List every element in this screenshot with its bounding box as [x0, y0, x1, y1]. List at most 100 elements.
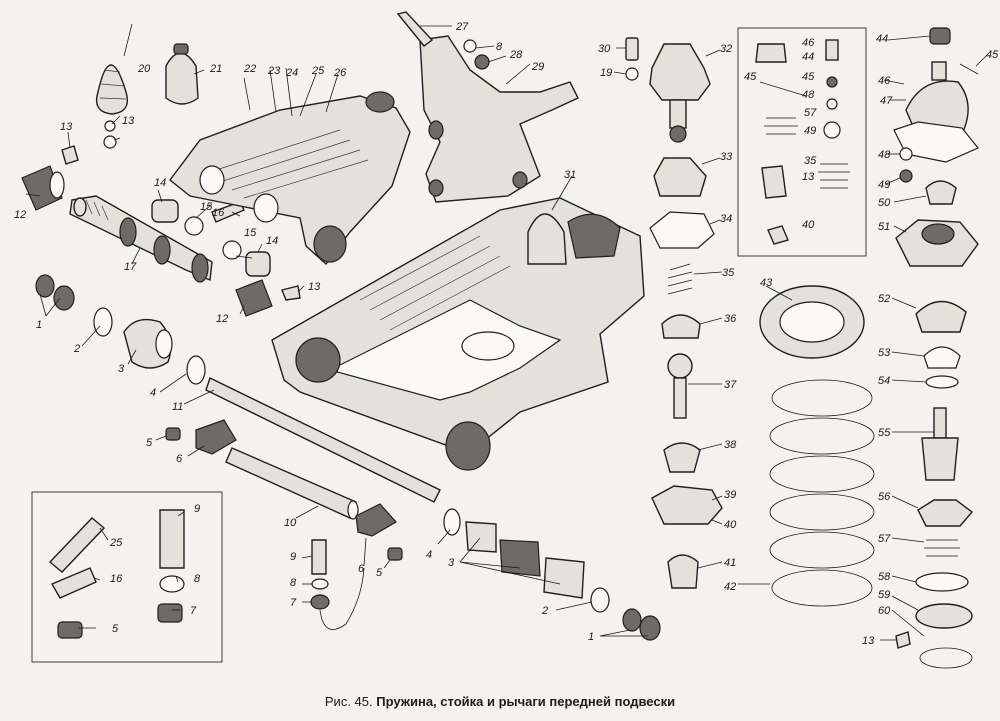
- callout-31: 31: [564, 169, 576, 181]
- bolt-27: [396, 11, 434, 47]
- callout-16b: 16: [110, 573, 123, 585]
- nut-44: [929, 27, 951, 45]
- nut-5-left: [165, 427, 181, 441]
- callout-49a: 49: [878, 179, 890, 191]
- nut-5-right: [387, 547, 403, 561]
- callout-15b: 15: [244, 227, 257, 239]
- callout-33: 33: [720, 151, 733, 163]
- washer-8-top: [463, 39, 477, 53]
- bushing-14-b: [245, 251, 271, 277]
- washer-2-right: [590, 587, 610, 613]
- callout-41: 41: [724, 557, 736, 569]
- ball-joint-32: [649, 43, 711, 143]
- callout-46b: 46: [802, 37, 815, 49]
- washer-19: [625, 67, 639, 81]
- callout-49b: 49: [804, 125, 816, 137]
- callout-8b: 8: [194, 573, 201, 585]
- insulator-43: [759, 285, 865, 359]
- callout-6a: 6: [176, 453, 183, 465]
- bushing-12-right: [235, 279, 273, 317]
- bolt-9: [311, 539, 327, 575]
- nut-7: [310, 594, 330, 610]
- callout-1a: 1: [36, 319, 42, 331]
- bump-stop-20: [95, 64, 129, 115]
- seat-56: [917, 499, 974, 527]
- figure-number: Рис. 45.: [324, 694, 373, 709]
- shaft-17: [69, 195, 213, 283]
- inset-frame-fasteners: [31, 491, 223, 663]
- seat-36: [661, 314, 701, 339]
- callout-10: 10: [284, 517, 297, 529]
- callout-1b: 1: [588, 631, 594, 643]
- nut-1-right: [622, 608, 661, 641]
- boot-33: [653, 157, 707, 197]
- callout-54: 54: [878, 375, 890, 387]
- bushing-3-right-a: [465, 521, 497, 553]
- callout-35b: 35: [804, 155, 817, 167]
- crossmember-31: [271, 197, 645, 471]
- grease-fitting-13: [61, 145, 79, 165]
- callout-13c: 13: [308, 281, 321, 293]
- callout-3b: 3: [448, 557, 455, 569]
- boot-41: [667, 554, 699, 589]
- callout-30: 30: [598, 43, 611, 55]
- grease-fitting-13-b: [281, 285, 301, 301]
- cup-53: [923, 346, 961, 369]
- bump-stop-21: [165, 43, 199, 105]
- washer-8: [311, 578, 329, 590]
- figure-caption: Рис. 45. Пружина, стойка и рычаги передн…: [0, 694, 1000, 709]
- callout-25b: 25: [109, 537, 123, 549]
- ball-pin-37: [667, 353, 693, 419]
- callout-4a: 4: [150, 387, 156, 399]
- callout-15a: 15: [200, 201, 213, 213]
- callout-20: 20: [137, 63, 151, 75]
- callout-5c: 5: [112, 623, 119, 635]
- callout-7a: 7: [290, 597, 297, 609]
- callout-57a: 57: [878, 533, 891, 545]
- inset-ball-joint-parts: [755, 39, 850, 245]
- inset-frame-ball-joint: [737, 27, 867, 257]
- callout-4b: 4: [426, 549, 432, 561]
- callout-42: 42: [724, 581, 736, 593]
- washer-2-left: [93, 307, 113, 337]
- washer-4-right: [443, 508, 461, 536]
- clamp-6-left: [195, 419, 237, 455]
- callout-22: 22: [243, 63, 256, 75]
- gasket-34: [649, 211, 715, 249]
- callout-38: 38: [724, 439, 737, 451]
- callout-46a: 46: [878, 75, 891, 87]
- bushing-3-right-c: [543, 557, 585, 599]
- boot-50: [925, 180, 957, 205]
- callout-2b: 2: [541, 605, 548, 617]
- leader-lines: [25, 23, 989, 641]
- callout-17: 17: [124, 261, 137, 273]
- callout-13e: 13: [862, 635, 875, 647]
- bolt-16: [211, 201, 245, 223]
- cup-52: [915, 300, 967, 333]
- circlip-60: [919, 647, 973, 669]
- clamp-6-right: [355, 503, 397, 537]
- housing-39: [651, 485, 723, 525]
- callout-11: 11: [172, 401, 183, 413]
- callout-29: 29: [531, 61, 544, 73]
- callout-50: 50: [878, 197, 891, 209]
- callout-51: 51: [878, 221, 890, 233]
- nut-49: [899, 169, 913, 183]
- callout-2a: 2: [73, 343, 80, 355]
- figure-title: Пружина, стойка и рычаги передней подвес…: [376, 694, 676, 709]
- callout-57b: 57: [804, 107, 817, 119]
- pin-45: [959, 63, 979, 75]
- callout-55: 55: [878, 427, 891, 439]
- callout-45b: 45: [802, 71, 815, 83]
- cup-38: [663, 442, 701, 473]
- upper-control-arm: [169, 91, 411, 266]
- coil-spring-42: [769, 379, 875, 607]
- spring-35-small: [667, 263, 693, 295]
- bushing-14-a: [151, 199, 179, 223]
- callout-44b: 44: [802, 51, 814, 63]
- callout-25a: 25: [311, 65, 325, 77]
- callout-48a: 48: [878, 149, 891, 161]
- callout-14a: 14: [154, 177, 166, 189]
- callout-26: 26: [333, 67, 347, 79]
- spring-57: [924, 539, 960, 557]
